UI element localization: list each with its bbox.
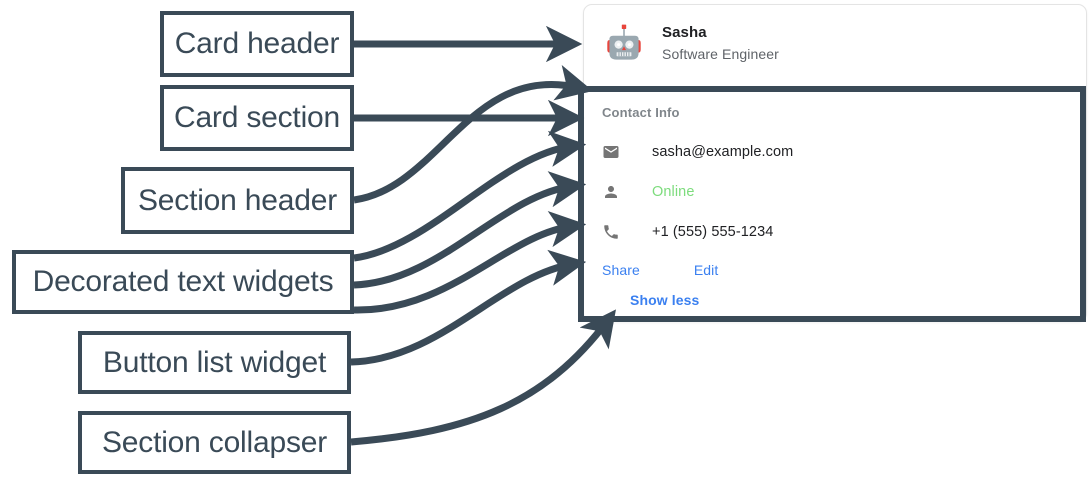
card: Sasha Software Engineer Contact Info sas… [583,4,1087,322]
card-header-text: Sasha Software Engineer [662,22,779,65]
card-header: Sasha Software Engineer [584,5,1086,83]
button-list-widget: Share Edit [602,262,1086,278]
person-icon [602,183,620,201]
arrow-section-header [353,64,593,204]
callout-card-section: Card section [160,85,354,151]
callout-section-header: Section header [121,167,354,234]
arrow-decorated-status [353,171,587,289]
callout-button-list-widget: Button list widget [78,331,351,394]
card-subtitle: Software Engineer [662,46,779,63]
arrow-decorated-phone [353,211,587,314]
card-title: Sasha [662,24,707,42]
email-value: sasha@example.com [652,144,794,160]
edit-button[interactable]: Edit [693,262,719,278]
arrow-button-list [350,249,587,366]
phone-icon [602,223,620,241]
arrow-section-collapser [350,309,616,446]
robot-avatar-icon [607,24,641,60]
email-icon [602,143,620,161]
section-header: Contact Info [602,105,680,120]
callout-decorated-text-widgets: Decorated text widgets [12,250,354,314]
status-value: Online [652,184,695,200]
decorated-text-widget-phone: +1 (555) 555-1234 [602,212,1086,252]
phone-value: +1 (555) 555-1234 [652,224,774,240]
card-section: Contact Info sasha@example.com Online +1… [584,83,1086,310]
decorated-text-widget-email: sasha@example.com [602,132,1086,172]
callout-section-collapser: Section collapser [78,411,351,474]
callout-card-header: Card header [160,11,354,77]
section-collapser-button[interactable]: Show less [630,292,700,308]
share-button[interactable]: Share [602,262,640,278]
decorated-text-widget-status: Online [602,172,1086,212]
arrow-decorated-email [353,130,587,262]
